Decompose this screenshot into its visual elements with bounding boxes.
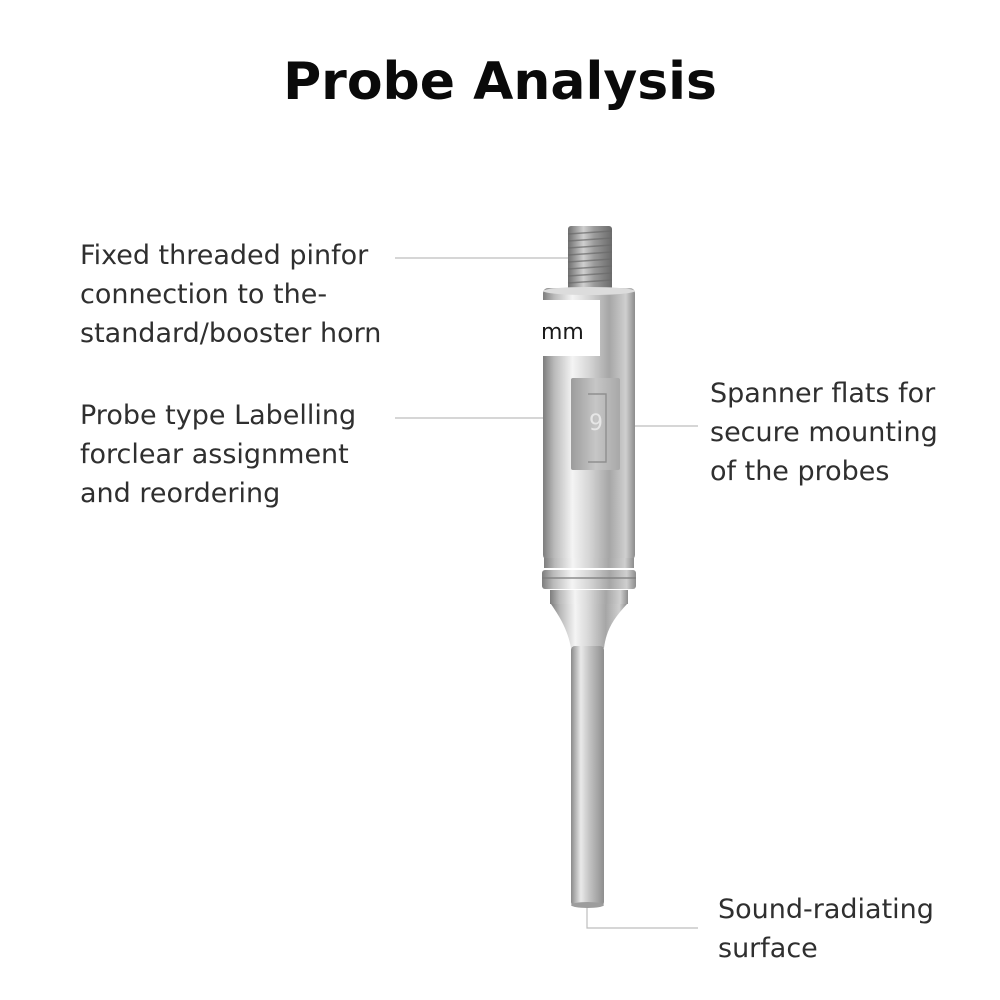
callout-line: Sound-radiating	[718, 894, 934, 925]
callout-line: standard/booster horn	[80, 318, 382, 349]
callout-line: of the probes	[710, 456, 890, 487]
callout-line: surface	[718, 933, 818, 964]
threaded-pin	[567, 226, 613, 290]
type-label-band	[543, 300, 600, 356]
spanner-flat	[571, 378, 620, 470]
radiating-surface-callout: Sound-radiating surface	[718, 890, 934, 968]
probe-collar	[542, 558, 636, 604]
spanner-flats-callout: Spanner flats for secure mounting of the…	[710, 374, 938, 491]
callout-line: secure mounting	[710, 417, 938, 448]
page-title: Probe Analysis	[283, 52, 717, 112]
callout-line: forclear assignment	[80, 439, 349, 470]
probe-label-callout: Probe type Labelling forclear assignment…	[80, 396, 356, 513]
leader-line-surface	[586, 906, 698, 929]
type-label-text: mm	[541, 320, 584, 345]
threaded-pin-callout: Fixed threaded pinfor connection to the-…	[80, 236, 381, 353]
probe-body: mm 9	[541, 287, 635, 560]
callout-line: Probe type Labelling	[80, 400, 357, 431]
flat-marking: 9	[589, 411, 603, 436]
probe-rod	[571, 646, 604, 906]
probe-taper	[551, 604, 627, 648]
callout-line: Fixed threaded pinfor	[80, 240, 369, 271]
callout-line: connection to the-	[80, 279, 328, 310]
callout-line: and reordering	[80, 478, 281, 509]
callout-line: Spanner flats for	[710, 378, 936, 409]
